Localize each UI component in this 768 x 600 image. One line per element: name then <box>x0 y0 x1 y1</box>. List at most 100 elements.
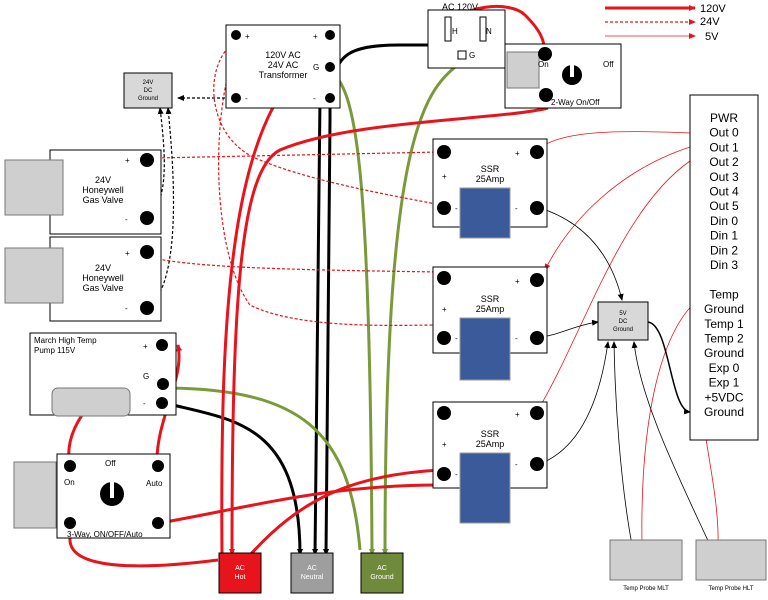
outlet-neutral-slot <box>479 16 487 42</box>
switch3-on-terminal <box>64 460 76 472</box>
dcg24-line3: Ground <box>138 96 158 102</box>
ssr2-plus1-terminal <box>437 271 451 285</box>
transformer-g: G <box>313 63 319 72</box>
dcg24-box <box>123 72 173 109</box>
ssr-1: + + SSR 25Amp - - <box>432 138 548 239</box>
controller-pin-label: Ground <box>704 346 744 360</box>
controller-pin-label: Temp <box>709 287 739 301</box>
ssr1-photo <box>459 187 511 239</box>
transformer-plus1-terminal <box>231 30 241 40</box>
transformer-line3: Transformer <box>259 70 308 80</box>
ssr3-plus2: + <box>515 410 520 419</box>
wire-5v-out1 <box>544 146 691 271</box>
controller-pin-label: Ground <box>704 302 744 316</box>
temp-probe-hlt: Temp Probe HLT <box>695 539 767 592</box>
valve2-line1: 24V <box>95 263 111 273</box>
transformer-plus2: + <box>313 32 318 41</box>
wire-ground-outlet <box>382 60 463 556</box>
ac-ground-line2: Ground <box>370 574 393 581</box>
outlet-n-label: N <box>486 27 492 36</box>
switch2-photo <box>506 51 540 89</box>
ssr1-line1: SSR <box>481 164 500 174</box>
wire-gnd-probe-mlt <box>611 341 633 546</box>
ac-ground-block: AC Ground <box>360 552 404 594</box>
pump-minus: - <box>143 399 146 408</box>
valve2-minus: - <box>125 304 128 313</box>
ac-hot-line1: AC <box>235 565 245 572</box>
switch2-out-terminal <box>539 88 553 102</box>
transformer-minus1-terminal <box>231 93 241 103</box>
controller-pin-label: PWR <box>710 111 738 125</box>
pump-minus-terminal <box>156 397 168 409</box>
ssr1-minus2: - <box>515 204 518 213</box>
controller-box <box>689 94 759 441</box>
controller-pin-label: Temp 2 <box>704 332 744 346</box>
transformer-line2: 24V AC <box>268 60 299 70</box>
legend-120v-label: 120V <box>700 3 726 15</box>
controller-pin-label: Temp 1 <box>704 317 744 331</box>
controller-pin-label: Out 5 <box>709 199 739 213</box>
pump-photo <box>51 387 131 417</box>
ssr3-photo <box>459 452 511 524</box>
legend-5v-label: 5V <box>705 31 719 43</box>
ac-hot-box <box>218 552 262 594</box>
transformer-plus1: + <box>245 32 250 41</box>
switch3-caption: 3-Way, ON/OFF/Auto <box>67 530 143 539</box>
switch-3way: Off On Auto 3-Way, ON/OFF/Auto <box>13 453 171 539</box>
pump-line2: Pump 115V <box>34 346 76 355</box>
pump-g: G <box>143 372 149 381</box>
switch2-caption: 2-Way On/Off <box>551 98 600 107</box>
wire-hot-ssr3 <box>159 482 441 525</box>
switch3-auto-terminal <box>152 460 164 472</box>
valve1-minus-terminal <box>140 211 154 225</box>
transformer-box <box>225 24 341 109</box>
controller-pin-label: Din 0 <box>710 214 738 228</box>
ssr1-line2: 25Amp <box>476 174 505 184</box>
outlet-h-label: H <box>452 27 458 36</box>
ssr3-plus2-terminal <box>530 406 544 420</box>
wire-gnd-ssr1 <box>536 206 624 301</box>
valve2-photo <box>4 247 64 304</box>
switch3-common-terminal <box>64 517 76 529</box>
probe-mlt-label: Temp Probe MLT <box>623 586 669 592</box>
ssr3-plus1: + <box>442 440 447 449</box>
wire-hot-ssr3-b <box>248 467 441 557</box>
ac-neutral-line1: AC <box>307 565 317 572</box>
ssr3-plus1-terminal <box>437 406 451 420</box>
ac-neutral-block: AC Neutral <box>290 552 334 594</box>
ssr3-line2: 25Amp <box>476 439 505 449</box>
controller-pin-label: Exp 0 <box>709 361 740 375</box>
pump-plus-terminal <box>156 339 168 351</box>
dcg5-line2: DC <box>619 319 628 325</box>
wire-gnd-ssr3 <box>536 341 611 466</box>
outlet-title: AC 120V <box>442 2 478 12</box>
switch3-on-label: On <box>64 478 75 487</box>
ac-neutral-line2: Neutral <box>301 574 324 581</box>
ac-ground-box <box>360 552 404 594</box>
wire-5v-out2 <box>537 160 691 411</box>
outlet-g-label: G <box>469 51 475 60</box>
transformer-minus1: - <box>245 94 248 103</box>
wire-24v-valve1 <box>154 151 441 161</box>
controller-pin-label: +5VDC <box>704 390 743 404</box>
wire-dcg-valve1 <box>147 107 165 219</box>
switch3-off-label: Off <box>105 459 116 468</box>
ssr1-plus1: + <box>442 172 447 181</box>
switch3-photo <box>13 461 57 529</box>
dcg5-line3: Ground <box>613 327 633 333</box>
ssr2-minus2-terminal <box>530 331 544 345</box>
wire-dcg-valve2 <box>147 107 175 309</box>
switch3-out-terminal <box>152 517 164 529</box>
wire-24v-valve2 <box>152 256 441 273</box>
ssr2-photo <box>459 317 511 381</box>
valve1-plus-terminal <box>140 153 154 167</box>
transformer: + + 120V AC 24V AC Transformer G - - <box>225 24 341 109</box>
ssr3-minus2-terminal <box>530 457 544 471</box>
valve2-line3: Gas Valve <box>83 283 124 293</box>
ssr2-plus1: + <box>442 305 447 314</box>
ssr2-minus1: - <box>455 334 458 343</box>
transformer-line1: 120V AC <box>265 50 301 60</box>
